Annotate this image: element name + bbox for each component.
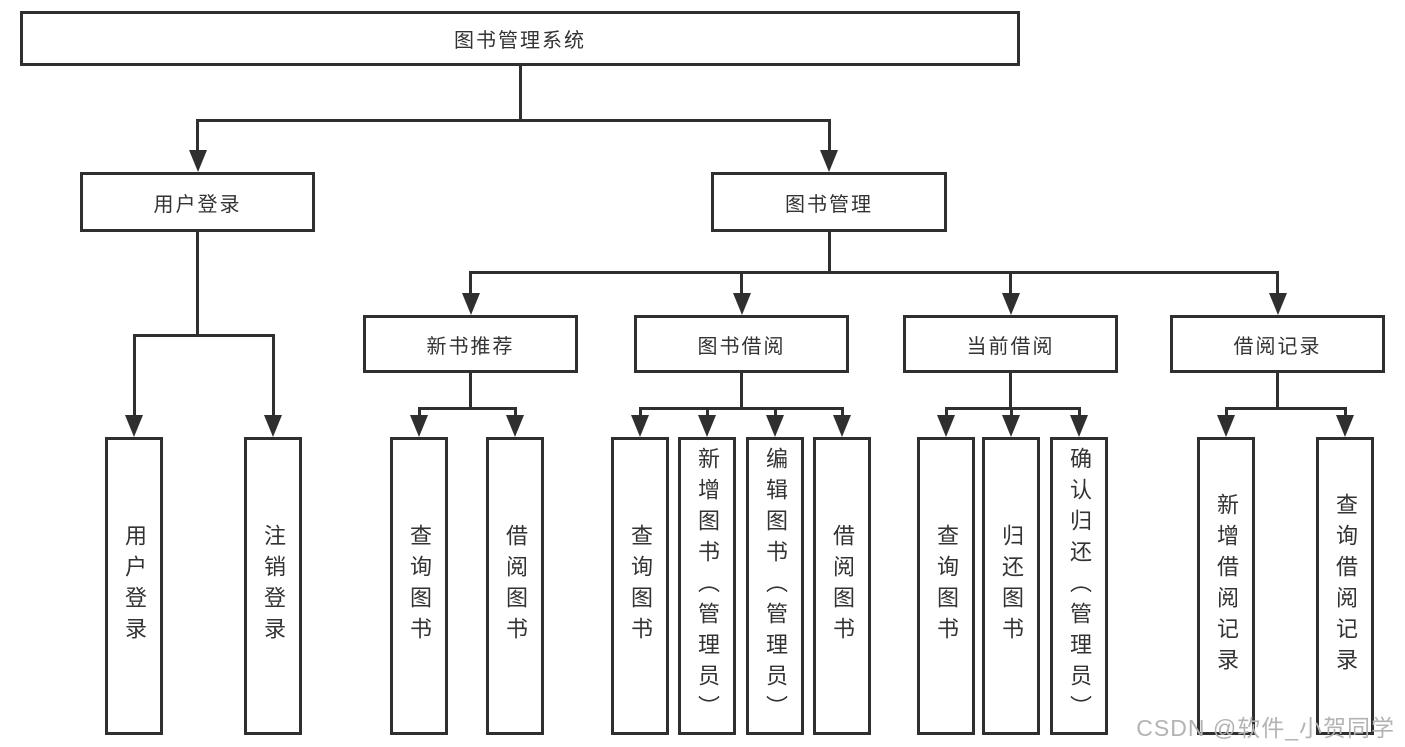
- connector-line: [469, 373, 472, 408]
- node-current-borrow: 当前借阅: [903, 315, 1118, 373]
- arrow-down-icon: [125, 415, 143, 437]
- connector-line: [944, 406, 1081, 410]
- arrow-down-icon: [732, 293, 751, 315]
- arrow-down-icon: [698, 415, 716, 437]
- connector-line: [469, 272, 472, 295]
- arrow-down-icon: [1336, 415, 1354, 437]
- arrow-down-icon: [937, 415, 955, 437]
- leaf-query-book-current: 查询图书: [917, 437, 975, 735]
- connector-line: [196, 120, 199, 152]
- connector-line: [840, 408, 844, 418]
- connector-line: [271, 335, 275, 417]
- connector-line: [518, 66, 522, 120]
- leaf-query-borrow-record: 查询借阅记录: [1316, 437, 1374, 735]
- connector-line: [132, 333, 275, 337]
- connector-line: [1077, 408, 1081, 418]
- leaf-user-login: 用户登录: [105, 437, 163, 735]
- arrow-down-icon: [631, 415, 649, 437]
- connector-line: [638, 408, 642, 418]
- connector-line: [196, 232, 199, 335]
- connector-line: [705, 408, 709, 418]
- connector-line: [196, 118, 831, 122]
- leaf-query-book-recommend: 查询图书: [390, 437, 448, 735]
- arrow-down-icon: [1268, 293, 1287, 315]
- node-book-borrow: 图书借阅: [634, 315, 849, 373]
- leaf-add-book-admin: 新增图书（管理员）: [678, 437, 736, 735]
- connector-line: [513, 408, 517, 418]
- arrow-down-icon: [820, 150, 838, 172]
- connector-line: [1276, 272, 1279, 295]
- leaf-query-book-borrow: 查询图书: [611, 437, 669, 735]
- connector-line: [1009, 272, 1012, 295]
- leaf-return-book: 归还图书: [982, 437, 1040, 735]
- connector-line: [1009, 373, 1012, 408]
- connector-line: [417, 406, 517, 410]
- arrow-down-icon: [188, 150, 207, 172]
- node-borrow-records: 借阅记录: [1170, 315, 1385, 373]
- connector-line: [1276, 373, 1279, 408]
- node-new-book-recommend: 新书推荐: [363, 315, 578, 373]
- leaf-add-borrow-record: 新增借阅记录: [1197, 437, 1255, 735]
- connector-line: [740, 373, 743, 408]
- connector-line: [773, 408, 777, 418]
- connector-line: [827, 120, 831, 152]
- connector-line: [1343, 408, 1347, 418]
- csdn-watermark: CSDN @软件_小贺同学: [1136, 715, 1395, 741]
- leaf-confirm-return-admin: 确认归还（管理员）: [1050, 437, 1108, 735]
- connector-line: [1224, 406, 1347, 410]
- node-root-system: 图书管理系统: [20, 11, 1020, 66]
- arrow-down-icon: [1002, 415, 1020, 437]
- arrow-down-icon: [1217, 415, 1235, 437]
- arrow-down-icon: [1001, 293, 1020, 315]
- leaf-logout: 注销登录: [244, 437, 302, 735]
- node-book-management: 图书管理: [711, 172, 947, 232]
- arrow-down-icon: [461, 293, 480, 315]
- arrow-down-icon: [264, 415, 282, 437]
- arrow-down-icon: [766, 415, 784, 437]
- connector-line: [638, 406, 844, 410]
- leaf-edit-book-admin: 编辑图书（管理员）: [746, 437, 804, 735]
- connector-line: [1009, 408, 1013, 418]
- connector-line: [740, 272, 743, 295]
- connector-line: [132, 335, 136, 417]
- connector-line: [417, 408, 421, 418]
- leaf-borrow-book-recommend: 借阅图书: [486, 437, 544, 735]
- arrow-down-icon: [833, 415, 851, 437]
- arrow-down-icon: [506, 415, 524, 437]
- connector-line: [469, 270, 1279, 274]
- node-user-login: 用户登录: [80, 172, 315, 232]
- arrow-down-icon: [410, 415, 428, 437]
- arrow-down-icon: [1070, 415, 1088, 437]
- connector-line: [1224, 408, 1228, 418]
- connector-line: [827, 232, 831, 272]
- connector-line: [944, 408, 948, 418]
- leaf-borrow-book-borrow: 借阅图书: [813, 437, 871, 735]
